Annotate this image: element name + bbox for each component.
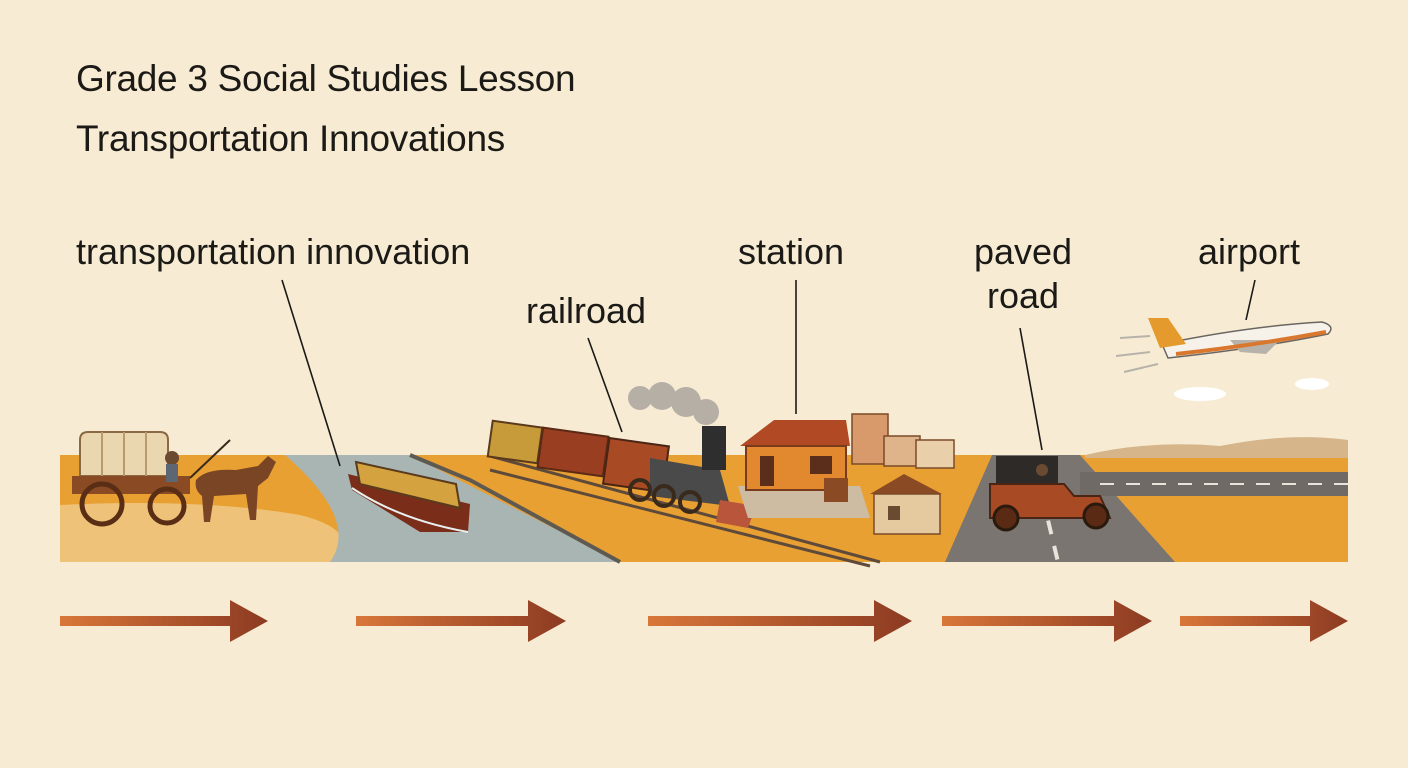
label-road: road xyxy=(986,275,1060,316)
label-paved-road: paved road xyxy=(960,230,1086,318)
progress-arrow-icon xyxy=(648,600,912,642)
canal-boat-icon xyxy=(348,460,470,533)
airplane-icon xyxy=(1115,318,1332,401)
station-building-icon xyxy=(738,413,955,535)
leader-line-railroad xyxy=(587,337,623,433)
progress-arrow-icon xyxy=(1180,600,1348,642)
wagon-icon xyxy=(72,431,276,527)
lesson-title: Grade 3 Social Studies Lesson xyxy=(76,58,576,99)
label-leader-lines xyxy=(281,279,1256,467)
leader-line-innovation xyxy=(281,279,341,467)
leader-line-paved-road xyxy=(1019,327,1043,451)
label-railroad: railroad xyxy=(526,290,647,331)
label-paved: paved xyxy=(973,231,1073,272)
automobile-icon xyxy=(989,456,1112,532)
progress-arrow-icon xyxy=(60,600,268,642)
label-station: station xyxy=(738,231,845,272)
progression-arrows xyxy=(60,600,1348,642)
label-airport: airport xyxy=(1198,231,1301,272)
leader-line-airport xyxy=(1245,279,1256,321)
steam-train-icon xyxy=(486,382,881,568)
label-transportation-innovation: transportation innovation xyxy=(76,231,471,272)
progress-arrow-icon xyxy=(356,600,566,642)
progress-arrow-icon xyxy=(942,600,1152,642)
lesson-subtitle: Transportation Innovations xyxy=(76,118,505,159)
